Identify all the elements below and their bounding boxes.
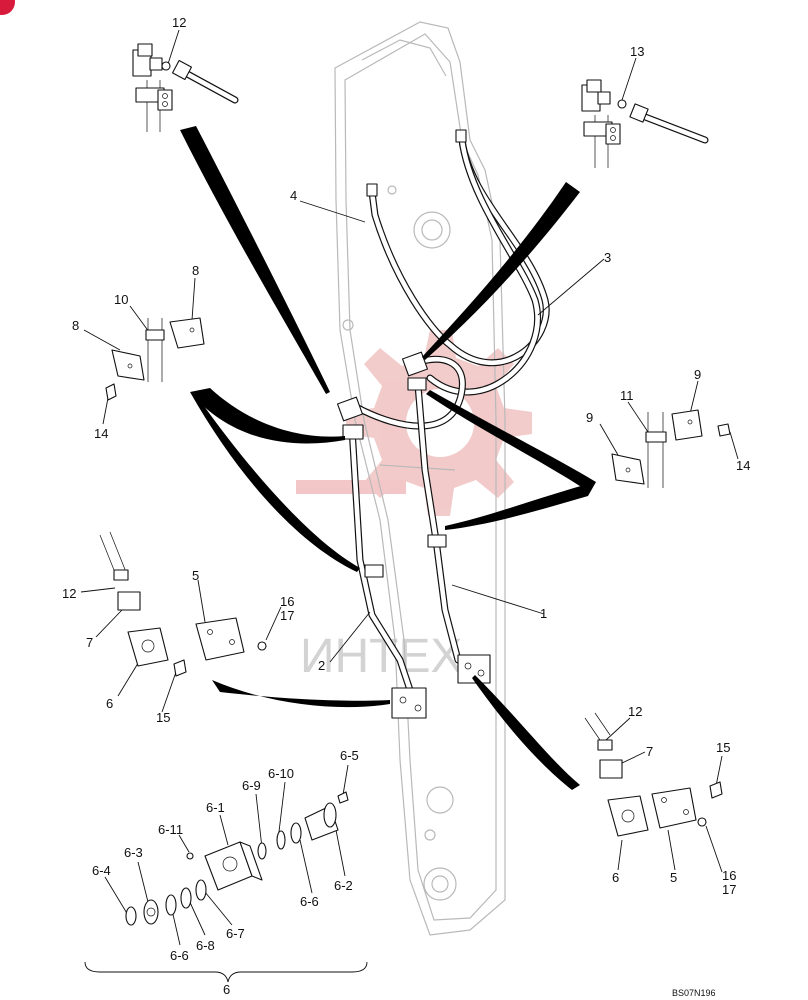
- callout-sweeps: [180, 126, 596, 790]
- detail-elbow-12: [132, 43, 239, 132]
- label-6-1: 6-1: [206, 800, 225, 815]
- label-6-8: 6-8: [196, 938, 215, 953]
- label-6-2: 6-2: [334, 878, 353, 893]
- label-11: 11: [620, 388, 634, 403]
- detail-connector-right: [584, 712, 723, 837]
- label-6-7: 6-7: [226, 926, 245, 941]
- label-16-left: 16: [280, 594, 294, 609]
- label-17-left: 17: [280, 608, 294, 623]
- label-12-left: 12: [62, 586, 76, 601]
- boom-fittings: [336, 129, 491, 719]
- label-1: 1: [540, 606, 547, 621]
- label-6-4: 6-4: [92, 863, 111, 878]
- detail-clamp-left: [105, 317, 205, 401]
- label-7-right: 7: [646, 744, 653, 759]
- label-8-left: 8: [72, 318, 79, 333]
- leader-lines: [80, 29, 739, 983]
- boom-outline: [334, 21, 506, 936]
- label-6-5: 6-5: [340, 748, 359, 763]
- watermark-text: ИНТЕХ: [300, 630, 463, 683]
- label-5-left: 5: [192, 568, 199, 583]
- label-15-left: 15: [156, 710, 170, 725]
- label-6-3: 6-3: [124, 845, 143, 860]
- label-8-right: 8: [192, 263, 199, 278]
- part-labels: 12 13 4 3 8 10 8 14 9 11 9 14 12 7 6 5 1…: [62, 15, 750, 997]
- label-16-right: 16: [722, 868, 736, 883]
- label-6-right: 6: [612, 870, 619, 885]
- label-3: 3: [604, 250, 611, 265]
- label-6-6-right: 6-6: [300, 894, 319, 909]
- label-14-left: 14: [94, 426, 108, 441]
- label-9-left: 9: [586, 410, 593, 425]
- hose-3: [426, 136, 541, 396]
- watermark-stripes: [296, 480, 406, 494]
- detail-elbow-13: [581, 79, 709, 168]
- label-9-right: 9: [694, 367, 701, 382]
- label-14-right: 14: [736, 458, 750, 473]
- label-7-left: 7: [86, 635, 93, 650]
- label-4: 4: [290, 188, 297, 203]
- label-6-11: 6-11: [158, 822, 183, 837]
- label-10: 10: [114, 292, 128, 307]
- label-5-right: 5: [670, 870, 677, 885]
- hose-4: [368, 136, 550, 367]
- label-6-left: 6: [106, 696, 113, 711]
- corner-badge: [0, 0, 15, 15]
- detail-clamp-right: [611, 409, 731, 488]
- label-17-right: 17: [722, 882, 736, 897]
- reference-code: BS07N196: [672, 988, 716, 998]
- pipe-2: [348, 424, 414, 694]
- detail-exploded-valve: [125, 791, 349, 926]
- label-6-group: 6: [223, 982, 230, 997]
- hose-upper-connection: [354, 355, 466, 430]
- label-6-9: 6-9: [242, 778, 261, 793]
- label-2: 2: [318, 658, 325, 673]
- label-12-top: 12: [172, 15, 186, 30]
- label-15-right: 15: [716, 740, 730, 755]
- detail-connector-left: [99, 531, 267, 677]
- label-6-10: 6-10: [268, 766, 294, 781]
- label-13: 13: [630, 44, 644, 59]
- label-6-6-left: 6-6: [170, 948, 189, 963]
- label-12-right: 12: [628, 704, 642, 719]
